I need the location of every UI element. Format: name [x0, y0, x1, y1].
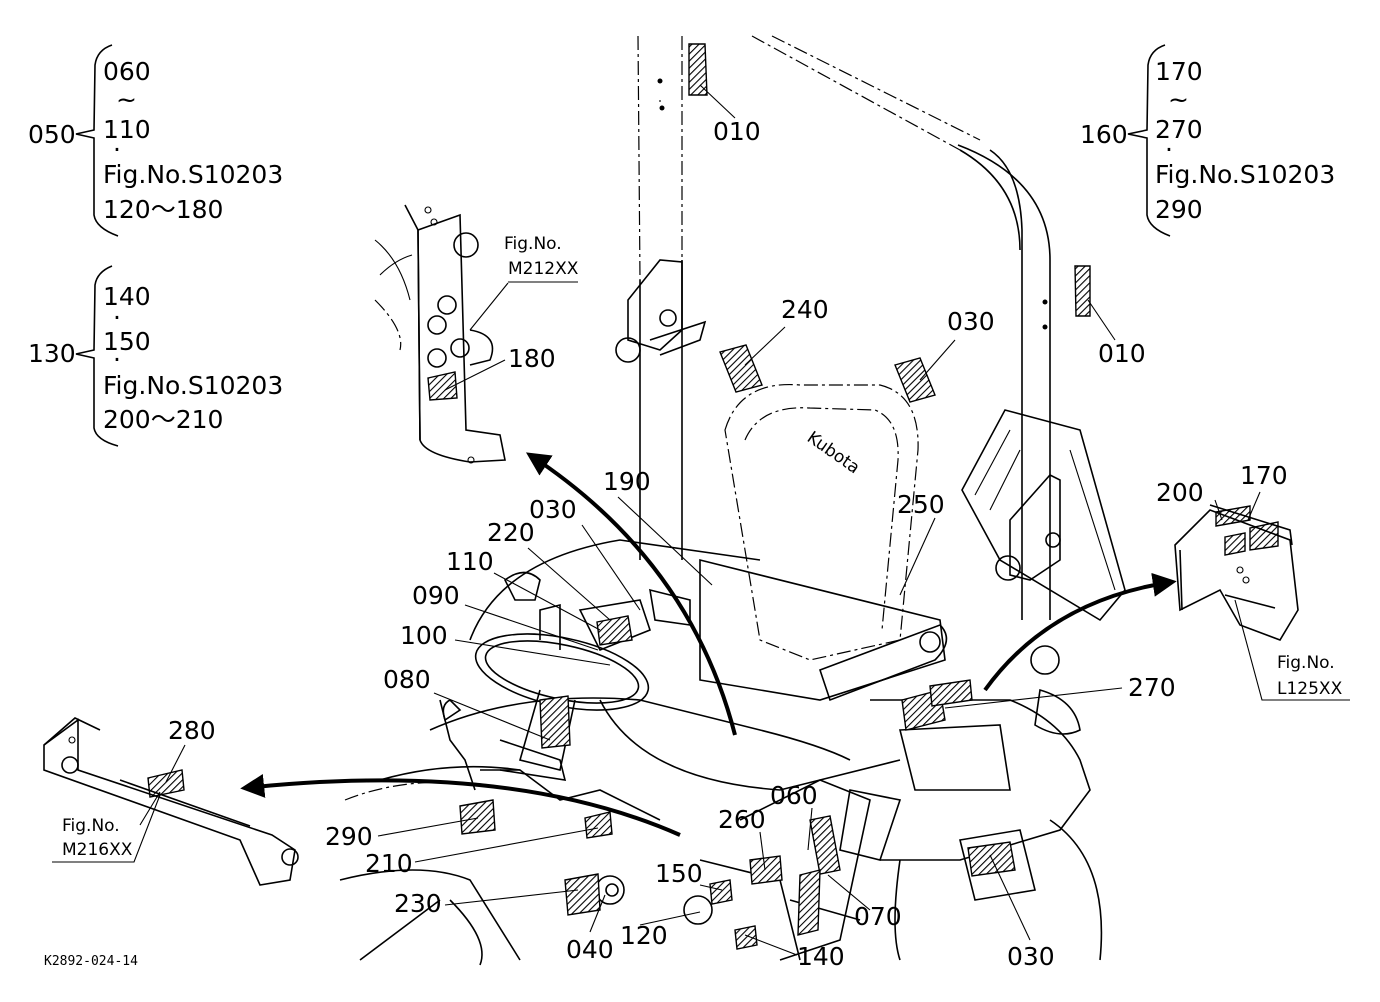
group-160-line2: 270	[1155, 115, 1203, 144]
group-050-line2: 110	[103, 115, 151, 144]
decals	[147, 43, 1279, 950]
group-050-brace	[75, 44, 119, 237]
label-270: 270	[1128, 673, 1176, 702]
seat-logo: Kubota	[803, 428, 863, 478]
steering-wheel	[439, 571, 691, 791]
leader-lines	[139, 84, 1261, 956]
label-150: 150	[655, 859, 703, 888]
label-030-fender: 030	[1007, 942, 1055, 971]
label-100: 100	[400, 621, 448, 650]
label-010-right: 010	[1098, 339, 1146, 368]
label-090: 090	[412, 581, 460, 610]
ref-m212-code: M212XX	[508, 259, 579, 279]
group-160-line1: 170	[1155, 57, 1203, 86]
group-160-parent: 160	[1080, 120, 1128, 149]
bracket-m212	[374, 204, 506, 464]
label-260: 260	[718, 805, 766, 834]
group-050: 050 060 ~ 110 · Fig.No.S10203 120～180	[28, 44, 283, 237]
arrows	[240, 452, 1177, 837]
drawing-id: K2892-024-14	[44, 954, 138, 969]
panel-l125	[1174, 504, 1299, 641]
label-030-dash: 030	[529, 495, 577, 524]
group-130-dot1: ·	[113, 303, 121, 332]
bracket-m216	[43, 717, 299, 886]
ref-l125: Fig.No. L125XX	[1247, 647, 1350, 701]
ref-m216: Fig.No. M216XX	[52, 794, 161, 863]
group-130-line2: 150	[103, 327, 151, 356]
label-060: 060	[770, 781, 818, 810]
label-140: 140	[797, 942, 845, 971]
ref-m216-title: Fig.No.	[62, 816, 120, 836]
group-160-tilde: ~	[1168, 85, 1189, 114]
group-130-parent: 130	[28, 339, 76, 368]
group-050-tilde: ~	[116, 85, 137, 114]
group-050-range: 120～180	[103, 195, 223, 224]
group-130-line1: 140	[103, 282, 151, 311]
label-110: 110	[446, 547, 494, 576]
ref-l125-title: Fig.No.	[1277, 653, 1335, 673]
part-labels: 010 010 240 030 180 190 030 220 110 090 …	[168, 117, 1288, 971]
label-070: 070	[854, 902, 902, 931]
label-280: 280	[168, 716, 216, 745]
label-200: 200	[1156, 478, 1204, 507]
operator-seat: Kubota	[699, 383, 948, 702]
label-180: 180	[508, 344, 556, 373]
ref-m216-code: M216XX	[62, 840, 133, 860]
group-050-line1: 060	[103, 57, 151, 86]
label-080: 080	[383, 665, 431, 694]
ref-m212-title: Fig.No.	[504, 234, 562, 254]
label-030-seat: 030	[947, 307, 995, 336]
label-170-panel: 170	[1240, 461, 1288, 490]
label-120: 120	[620, 921, 668, 950]
label-190: 190	[603, 467, 651, 496]
group-160-range: 290	[1155, 195, 1203, 224]
group-050-dot: ·	[113, 135, 121, 164]
group-050-parent: 050	[28, 120, 76, 149]
label-290: 290	[325, 822, 373, 851]
label-040: 040	[566, 935, 614, 964]
label-210: 210	[365, 849, 413, 878]
dashboard-and-fenders	[339, 539, 1103, 966]
label-250: 250	[897, 490, 945, 519]
label-220: 220	[487, 518, 535, 547]
group-130-dot2: ·	[113, 345, 121, 374]
group-160-dot: ·	[1165, 135, 1173, 164]
label-240: 240	[781, 295, 829, 324]
group-160-fig: Fig.No.S10203	[1155, 160, 1335, 189]
group-130-brace	[75, 265, 119, 447]
label-230: 230	[394, 889, 442, 918]
ref-l125-code: L125XX	[1277, 679, 1343, 699]
rops-frame	[615, 35, 1126, 622]
group-130: 130 140 · 150 · Fig.No.S10203 200～210	[28, 265, 283, 447]
ref-m212: Fig.No. M212XX	[504, 234, 579, 283]
label-010-top: 010	[713, 117, 761, 146]
group-130-range: 200～210	[103, 405, 223, 434]
group-130-fig: Fig.No.S10203	[103, 371, 283, 400]
group-160: 160 170 ~ 270 · Fig.No.S10203 290	[1080, 44, 1335, 237]
group-160-brace	[1127, 44, 1171, 237]
group-050-fig: Fig.No.S10203	[103, 160, 283, 189]
